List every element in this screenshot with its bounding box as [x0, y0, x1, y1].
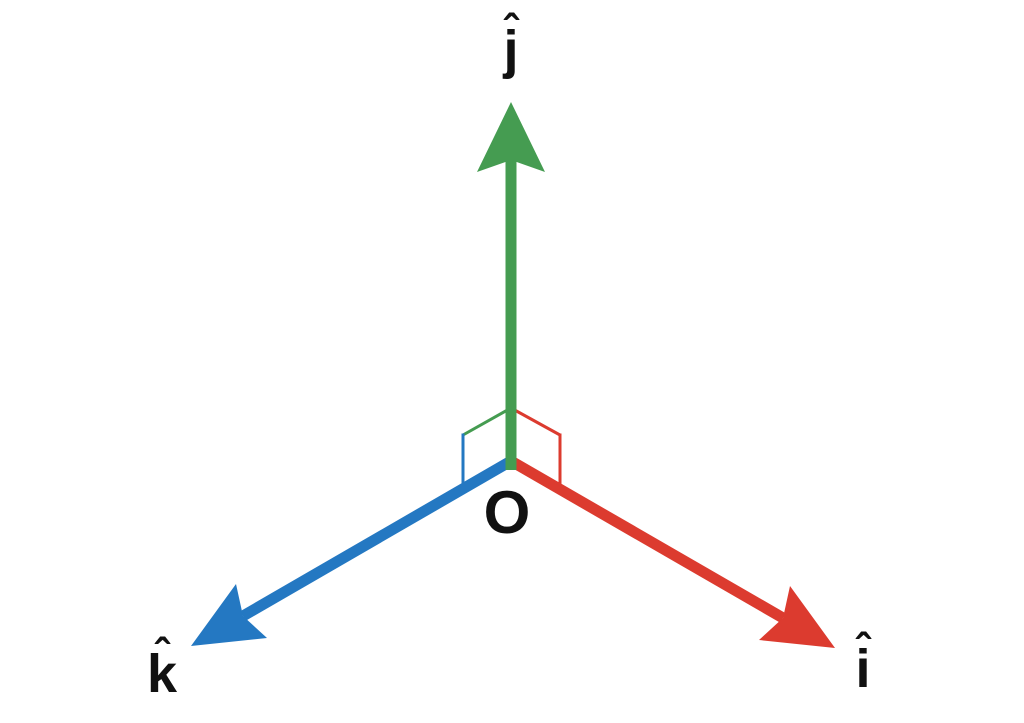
right-angle-marker-jk-upper-segment	[462, 406, 512, 437]
hat-accent: ˆ	[855, 625, 871, 674]
k-axis-letter: k	[146, 644, 178, 704]
k-axis-label: ˆ k	[146, 633, 178, 704]
hat-accent: ˆ	[503, 6, 519, 55]
i-axis-letter: i	[855, 639, 871, 699]
i-axis-label: ˆ i	[855, 628, 871, 699]
origin-label: O	[483, 479, 531, 546]
j-axis-arrowhead	[477, 102, 545, 172]
k-axis-shaft	[240, 456, 514, 621]
j-axis-letter: j	[503, 20, 519, 80]
j-axis-label: ˆ j	[503, 9, 519, 80]
right-angle-marker-ji-upper-segment	[510, 406, 561, 437]
k-axis-arrowhead	[191, 584, 267, 646]
hat-accent: ˆ	[154, 630, 170, 679]
i-axis-arrowhead	[759, 586, 835, 648]
i-axis-shaft	[508, 456, 786, 623]
